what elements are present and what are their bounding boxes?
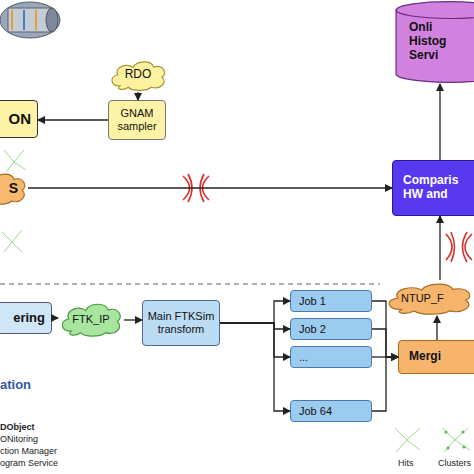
- database-cylinder: Onli Histog Servi: [395, 0, 474, 84]
- flow-arrow: [220, 323, 290, 357]
- network-symbol: [446, 232, 472, 262]
- node-text: Job 2: [299, 323, 326, 336]
- process-box: Main FTKSim transform: [142, 300, 220, 346]
- node-text: ON: [9, 110, 32, 127]
- node-text: Comparis HW and: [403, 174, 463, 202]
- flow-arrow: [137, 92, 138, 100]
- data-cloud: RDO: [108, 58, 168, 92]
- flow-arrow: [436, 316, 437, 340]
- legend-text: ogram Service: [0, 458, 58, 468]
- job-box: Job 64: [290, 400, 372, 422]
- legend-text: Hits: [398, 458, 414, 468]
- flow-arrow: [220, 323, 290, 411]
- node-text: Job 1: [299, 295, 326, 308]
- node-text: Mergi: [409, 350, 441, 364]
- section-label: ation: [0, 377, 31, 392]
- legend-text: DObject: [0, 422, 35, 432]
- flow-arrow: [52, 317, 58, 318]
- node-text: NTUP_F: [401, 292, 444, 305]
- node-text: Onli Histog Servi: [409, 21, 461, 62]
- process-box: Comparis HW and: [392, 160, 474, 216]
- network-symbol: [183, 174, 209, 202]
- flow-arrow: [372, 301, 398, 357]
- flow-arrow: [220, 301, 290, 323]
- process-box: GNAM sampler: [108, 100, 166, 140]
- process-box: Mergi: [398, 340, 474, 374]
- data-cloud: NTUP_F: [383, 280, 474, 316]
- node-text: GNAM sampler: [111, 107, 163, 132]
- cluster-dots: [444, 430, 465, 449]
- flow-arrow: [372, 356, 398, 357]
- job-box: ...: [290, 346, 372, 368]
- node-text: Job 64: [299, 405, 332, 418]
- node-text: FTK_IP: [72, 313, 109, 326]
- flow-arrow: [439, 216, 440, 280]
- node-text: ering: [13, 311, 45, 326]
- detector-illustration: [0, 2, 60, 38]
- node-text: Main FTKSim transform: [146, 310, 216, 335]
- flow-arrow: [38, 119, 108, 120]
- legend-text: ction Manager: [0, 446, 57, 456]
- flow-arrow: [28, 187, 392, 188]
- section-divider: [0, 284, 380, 285]
- node-text: S: [9, 180, 18, 196]
- flow-arrow: [439, 84, 440, 160]
- node-text: ...: [299, 351, 308, 364]
- flow-arrow: [220, 323, 290, 329]
- process-box: ON: [0, 100, 38, 138]
- data-cloud: S: [0, 170, 28, 206]
- legend-text: ONitoring: [0, 434, 38, 444]
- process-box: ering: [0, 302, 52, 334]
- data-cloud: FTK_IP: [58, 300, 124, 338]
- flow-arrow: [372, 357, 398, 411]
- job-box: Job 2: [290, 318, 372, 340]
- flow-arrow: [372, 329, 398, 357]
- job-box: Job 1: [290, 290, 372, 312]
- legend-text: Clusters: [438, 458, 471, 468]
- node-text: RDO: [125, 68, 152, 82]
- flow-arrow: [124, 319, 142, 320]
